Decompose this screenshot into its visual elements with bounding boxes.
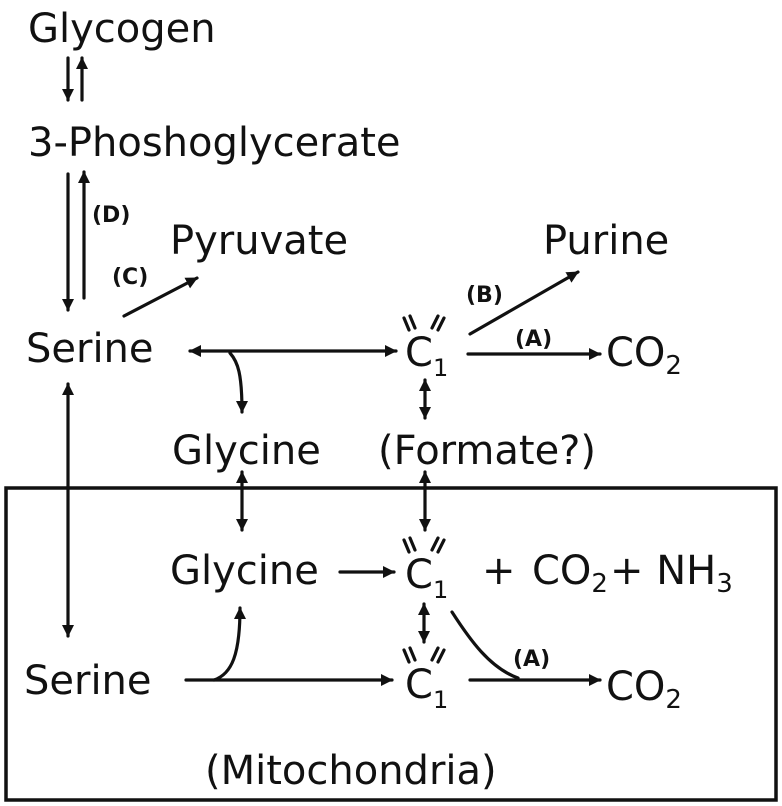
glycine-cytosol-label: Glycine (172, 428, 321, 474)
c1-cytosol-label: C1 (405, 330, 448, 382)
co2-bottom-label: CO2 (606, 664, 682, 715)
nh3-label: + NH3 (610, 548, 733, 599)
co2-mito-label: CO2 (532, 548, 608, 599)
plus-sign: + (482, 548, 516, 594)
arrow-serine-to-glycine (228, 351, 248, 414)
arrow-c1-mito-curve (450, 610, 520, 680)
serine-mito-label: Serine (24, 658, 152, 704)
c1-mito-label: C1 (405, 552, 448, 604)
glycogen-label: Glycogen (28, 6, 216, 52)
arrow-serine-mito-to-glycine (212, 606, 246, 682)
tag-c: (C) (112, 265, 148, 290)
c1-bottom-label: C1 (405, 662, 448, 714)
arrow-serine-to-pyruvate (122, 276, 199, 318)
formate-label: (Formate?) (378, 428, 596, 474)
c1-mito-quote-marks (402, 536, 446, 554)
serine-cytosol-label: Serine (26, 326, 154, 372)
glycine-mito-label: Glycine (170, 548, 319, 594)
tag-b: (B) (466, 283, 503, 308)
c1-bottom-quote-marks (402, 646, 446, 664)
purine-label: Purine (543, 218, 669, 264)
mitochondria-label: (Mitochondria) (205, 748, 497, 794)
co2-cytosol-label: CO2 (606, 330, 682, 381)
tag-a-cytosol: (A) (515, 327, 552, 352)
pyruvate-label: Pyruvate (170, 218, 348, 264)
mitochondria-box (4, 486, 778, 802)
tag-d: (D) (92, 203, 130, 228)
phosphoglycerate-label: 3-Phoshoglycerate (28, 120, 401, 166)
tag-a-mito: (A) (513, 647, 550, 672)
arrow-c1-to-purine (468, 270, 580, 336)
c1-cytosol-quote-marks (402, 314, 446, 332)
